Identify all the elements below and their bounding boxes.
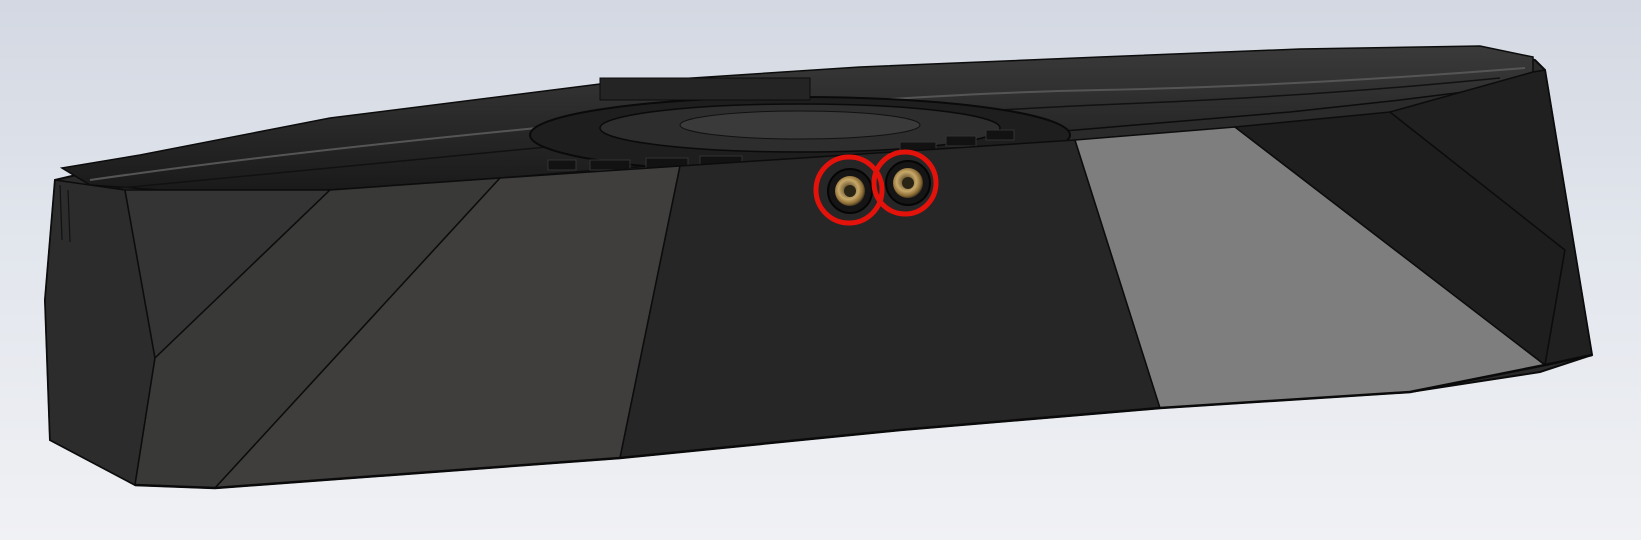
connector-socket-left bbox=[827, 168, 873, 214]
center-hub bbox=[679, 110, 921, 140]
bottom-edge bbox=[134, 353, 1593, 490]
highlight-circle-left bbox=[813, 154, 885, 226]
highlight-circle-right bbox=[871, 149, 939, 217]
connector-socket-right bbox=[885, 160, 931, 206]
left-ribs bbox=[59, 184, 71, 243]
top-boss bbox=[599, 77, 811, 101]
